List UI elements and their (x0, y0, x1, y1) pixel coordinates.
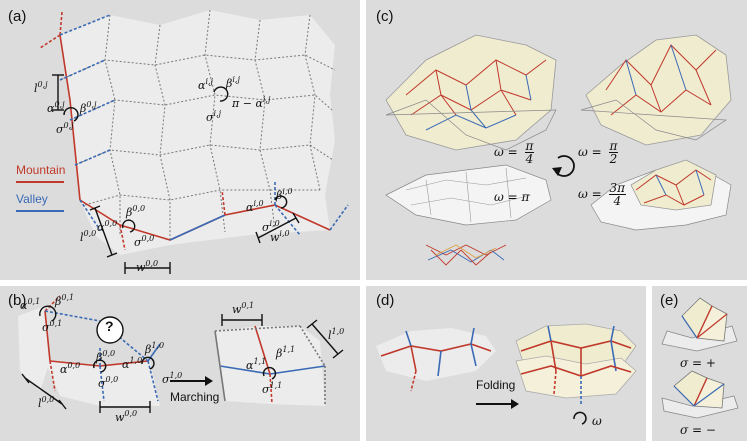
alpha0j-label: α0,j (47, 100, 65, 115)
beta10-label: β1,0 (145, 341, 165, 356)
sigma00-label: σ0,0 (134, 234, 155, 249)
state-3pi-over-4 (590, 159, 732, 231)
panel-label: (c) (376, 8, 394, 25)
l00-label: l0,0 (38, 395, 55, 410)
panel-label: (a) (8, 8, 27, 25)
folding-caption: Folding (476, 378, 516, 392)
panel-label: (b) (8, 292, 27, 309)
beta00-label: β0,0 (126, 204, 146, 219)
panel-d: (d) Folding ω (366, 286, 646, 441)
sigma10-label: σ1,0 (162, 371, 183, 386)
beta0j-label: β0,j (80, 100, 97, 115)
betaij-label: βi,j (226, 75, 240, 90)
panel-c-folding-states (385, 34, 732, 266)
sigma01-label: σ0,1 (42, 319, 63, 334)
panel-a-crease-pattern (39, 9, 349, 274)
alpha01-label: α0,1 (20, 297, 41, 312)
question-mark: ? (105, 318, 114, 334)
panel-d-folding-diagram (376, 323, 637, 425)
sigma0j-label: σ0,j (56, 121, 74, 136)
sigma-minus-label: σ = − (680, 423, 716, 437)
w00-label: w0,0 (115, 409, 138, 424)
w01-label: w0,1 (232, 301, 255, 316)
alpha11-label: α1,1 (246, 357, 267, 372)
alpha10-label: α1,0 (122, 356, 143, 371)
w00-label: w0,0 (136, 259, 159, 274)
legend-valley: Valley (16, 192, 48, 206)
state-pi (385, 164, 552, 266)
marching-caption: Marching (170, 390, 220, 404)
l00-label: l0,0 (80, 229, 97, 244)
panel-a: (a) l0,j α0,j β0,j σ0,j αi,j βi,j π − αi… (0, 0, 360, 280)
pi-minus-alpha-label: π − αi,j (232, 95, 271, 110)
alphai0-label: αi,0 (246, 199, 264, 214)
l10-label: l1,0 (328, 327, 345, 342)
sigma00-label: σ0,0 (98, 375, 119, 390)
panel-b-marching-diagram (18, 295, 344, 413)
sigmaij-label: σi,j (206, 109, 222, 124)
beta11-label: β1,1 (276, 345, 296, 360)
alpha00-label: α0,0 (97, 219, 118, 234)
alpha00-label: α0,0 (60, 361, 81, 376)
panel-e-sign-diagram (661, 297, 739, 419)
panel-label: (d) (376, 292, 395, 309)
omega-pi: ω = π (494, 190, 530, 204)
sigmai0-label: σi,0 (262, 219, 280, 234)
sigma11-label: σ1,1 (262, 381, 283, 396)
wi0-label: wi,0 (270, 229, 290, 244)
legend-valley-line (16, 210, 64, 212)
sigma-minus-vertex (661, 370, 739, 419)
sigma-plus-label: σ = + (680, 356, 716, 370)
legend-mountain: Mountain (16, 163, 66, 177)
panel-b: (b) ? α0,1 β0,1 σ0,1 α0,0 β0,0 σ0,0 α1,0… (0, 286, 360, 441)
l0j-label: l0,j (34, 80, 48, 95)
state-pi-over-4 (385, 34, 557, 151)
beta00-label: β0,0 (96, 349, 116, 364)
sigma-plus-vertex (661, 297, 738, 352)
state-pi-over-2 (580, 34, 732, 146)
panel-label: (e) (660, 292, 679, 309)
panel-e: (e) σ = + σ = − (652, 286, 747, 441)
betai0-label: βi,0 (276, 187, 293, 202)
omega-label: ω (592, 414, 602, 428)
alphaij-label: αi,j (198, 77, 214, 92)
sheet (60, 10, 335, 255)
legend-mountain-line (16, 181, 64, 183)
beta01-label: β0,1 (55, 293, 75, 308)
